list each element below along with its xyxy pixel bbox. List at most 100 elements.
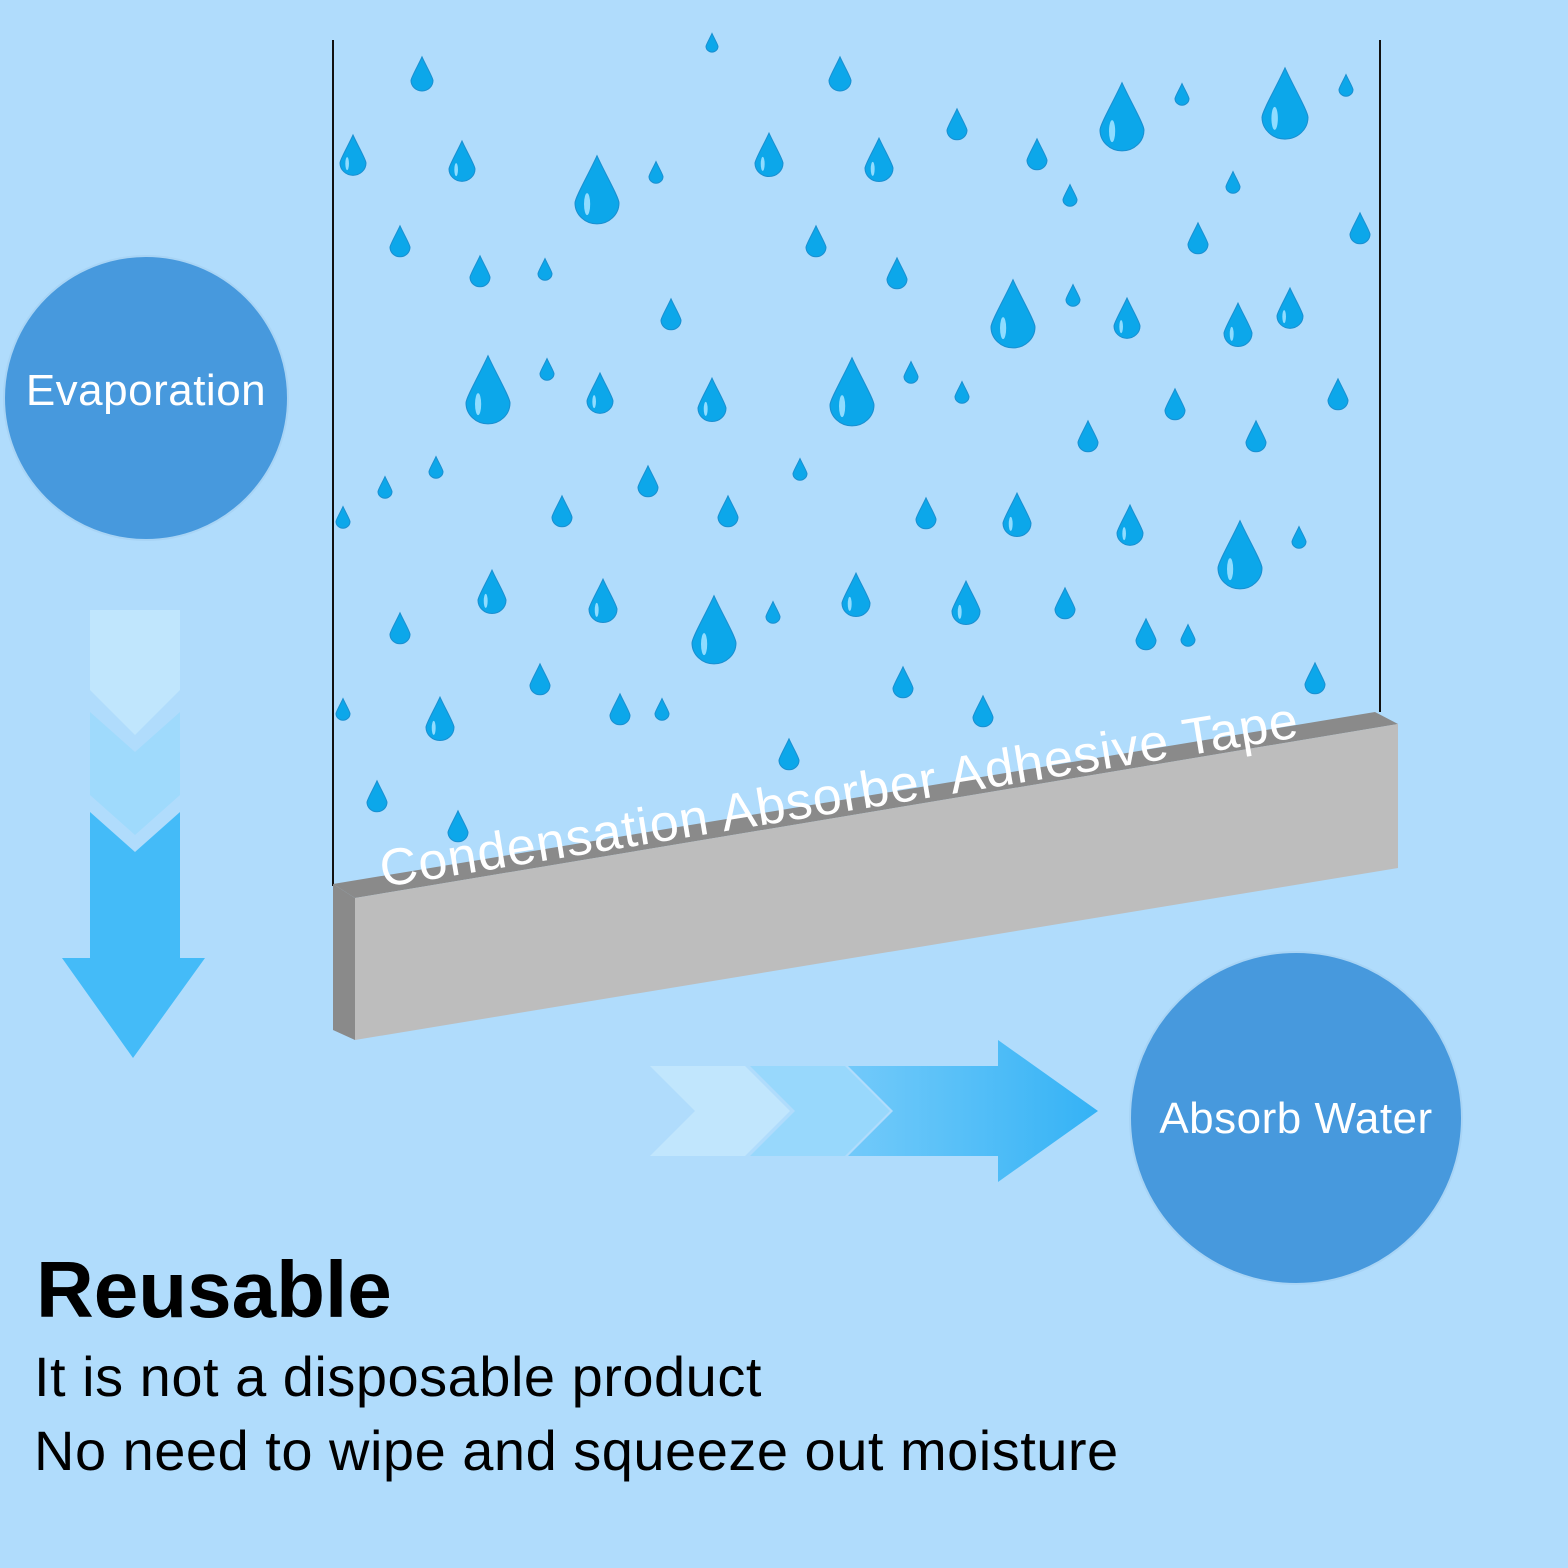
water-drop-icon xyxy=(425,695,455,741)
water-drop-icon xyxy=(1225,170,1241,194)
water-drop-icon xyxy=(410,55,434,92)
water-drop-icon xyxy=(469,254,491,288)
water-drop-icon xyxy=(1261,66,1309,140)
water-drop-highlight xyxy=(1271,106,1278,130)
water-drop-icon xyxy=(1180,623,1196,647)
water-drop-icon xyxy=(1002,491,1032,537)
water-drop-icon xyxy=(660,297,682,331)
water-drop-icon xyxy=(864,136,894,182)
tape-strip xyxy=(333,712,1398,1040)
water-drop-highlight xyxy=(957,604,962,619)
headline: Reusable xyxy=(36,1245,392,1334)
water-drop-highlight xyxy=(483,593,488,608)
water-drop-highlight xyxy=(1119,320,1123,334)
water-drop-icon xyxy=(539,357,555,381)
water-drop-icon xyxy=(1291,525,1307,549)
water-drop-icon xyxy=(586,371,614,414)
water-drop-icon xyxy=(1026,137,1048,171)
absorb-water-circle xyxy=(1129,951,1463,1285)
water-drop-icon xyxy=(1099,81,1145,152)
description-line-2: No need to wipe and squeeze out moisture xyxy=(34,1419,1119,1482)
water-drop-icon xyxy=(1223,301,1253,347)
water-drop-icon xyxy=(915,496,937,530)
water-drop-icon xyxy=(389,224,411,258)
water-drop-highlight xyxy=(1008,516,1013,531)
water-drop-icon xyxy=(537,257,553,281)
water-drop-icon xyxy=(1276,286,1304,329)
water-drops xyxy=(335,32,1371,843)
water-drop-icon xyxy=(972,694,994,728)
water-drop-icon xyxy=(448,139,476,182)
water-drop-icon xyxy=(1174,82,1190,106)
water-drop-icon xyxy=(465,354,511,425)
water-drop-highlight xyxy=(870,161,875,176)
water-drop-icon xyxy=(1327,377,1349,411)
water-drop-icon xyxy=(389,611,411,645)
water-drop-icon xyxy=(1349,211,1371,245)
water-drop-icon xyxy=(1113,296,1141,339)
water-drop-icon xyxy=(529,662,551,696)
water-drop-highlight xyxy=(1282,310,1286,324)
water-drop-icon xyxy=(1217,519,1263,590)
water-drop-icon xyxy=(447,809,469,843)
water-drop-highlight xyxy=(345,157,349,171)
water-drop-icon xyxy=(637,464,659,498)
water-drop-icon xyxy=(1054,586,1076,620)
right-arrow-icon xyxy=(650,1040,1098,1182)
water-drop-highlight xyxy=(703,401,708,416)
water-drop-icon xyxy=(335,697,351,721)
water-drop-highlight xyxy=(701,633,708,656)
water-drop-icon xyxy=(691,594,737,665)
down-arrow-icon xyxy=(62,610,205,1058)
water-drop-icon xyxy=(903,360,919,384)
tape-front-face xyxy=(355,724,1398,1040)
water-drop-icon xyxy=(366,779,388,813)
water-drop-highlight xyxy=(839,395,846,418)
water-drop-icon xyxy=(778,737,800,771)
water-drop-icon xyxy=(805,224,827,258)
evaporation-circle xyxy=(3,255,289,541)
description-line-1: It is not a disposable product xyxy=(34,1345,762,1408)
water-drop-icon xyxy=(990,278,1036,349)
water-drop-icon xyxy=(946,107,968,141)
tape-side-face xyxy=(333,884,355,1040)
water-drop-icon xyxy=(717,494,739,528)
water-drop-icon xyxy=(609,692,631,726)
water-drop-highlight xyxy=(475,393,482,416)
water-drop-icon xyxy=(428,455,444,479)
water-drop-icon xyxy=(574,154,620,225)
evaporation-label: Evaporation xyxy=(25,366,267,415)
water-drop-highlight xyxy=(584,193,591,216)
water-drop-icon xyxy=(828,55,852,92)
water-drop-icon xyxy=(588,577,618,623)
water-drop-icon xyxy=(697,376,727,422)
water-drop-highlight xyxy=(1122,527,1126,541)
water-drop-icon xyxy=(892,665,914,699)
water-drop-icon xyxy=(886,256,908,290)
water-drop-icon xyxy=(792,457,808,481)
water-drop-icon xyxy=(754,131,784,177)
water-drop-icon xyxy=(1077,419,1099,453)
water-drop-icon xyxy=(1338,73,1354,97)
water-drop-icon xyxy=(1164,387,1186,421)
water-drop-highlight xyxy=(760,156,765,171)
water-drop-highlight xyxy=(594,602,599,617)
water-drop-icon xyxy=(1065,283,1081,307)
water-drop-icon xyxy=(1187,221,1209,255)
water-drop-highlight xyxy=(1227,558,1234,581)
water-drop-highlight xyxy=(1229,326,1234,341)
water-drop-icon xyxy=(951,579,981,625)
water-drop-icon xyxy=(841,571,871,617)
water-drop-icon xyxy=(648,160,664,184)
water-drop-icon xyxy=(1135,617,1157,651)
water-drop-highlight xyxy=(1000,317,1007,340)
absorb-water-label: Absorb Water xyxy=(1159,1094,1433,1143)
water-drop-icon xyxy=(1062,183,1078,207)
water-drop-icon xyxy=(654,697,670,721)
water-drop-icon xyxy=(377,475,393,499)
water-drop-icon xyxy=(477,568,507,614)
water-drop-highlight xyxy=(592,395,596,409)
tape-top-face xyxy=(333,712,1398,898)
water-drop-icon xyxy=(1245,419,1267,453)
